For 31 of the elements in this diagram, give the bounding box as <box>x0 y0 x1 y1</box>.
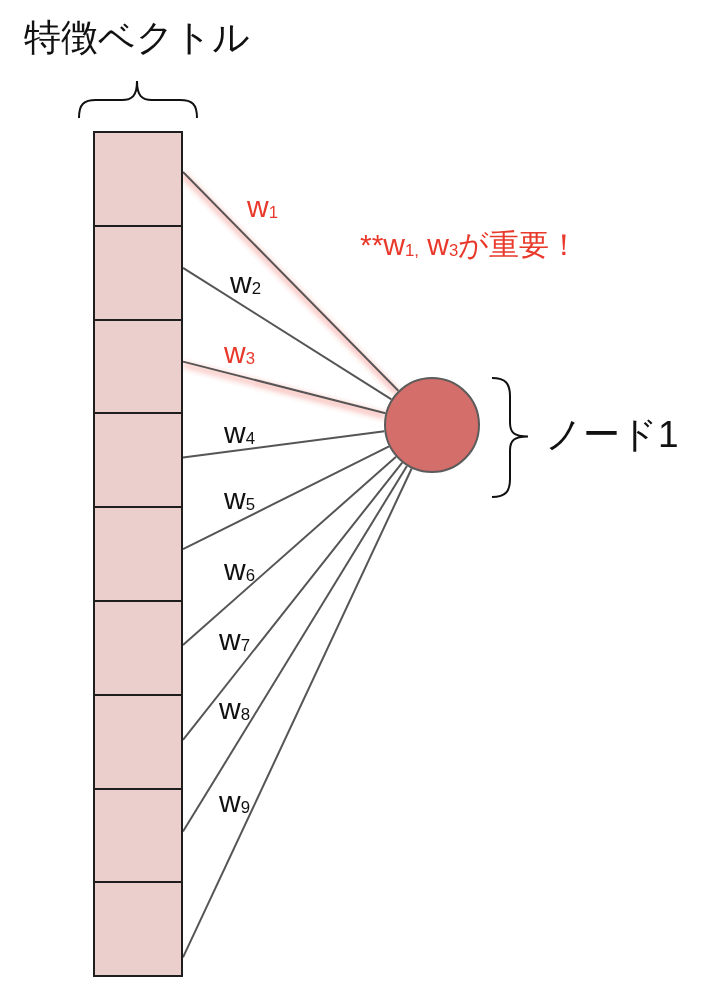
vector-cell <box>93 318 183 415</box>
vector-cell <box>93 412 183 509</box>
edge-label: w$_{5}$ <box>224 482 255 517</box>
connector-line <box>182 171 400 392</box>
vector-cell <box>93 131 183 227</box>
vector-cell <box>93 693 183 790</box>
connector-line <box>182 455 398 646</box>
vector-cell <box>93 881 183 978</box>
connector-line <box>182 461 404 741</box>
connector-line <box>182 445 391 551</box>
edge-label: w$_{4}$ <box>224 416 255 451</box>
edge-label: w$_{2}$ <box>230 266 261 301</box>
note-text: **w$_{1,}$ w$_{3}$が重要！ <box>360 228 580 263</box>
edge-label: w$_{8}$ <box>219 692 250 727</box>
edge-label: w$_{3}$ <box>224 336 255 371</box>
connector-line <box>182 464 408 833</box>
edge-label: w$_{7}$ <box>219 623 250 658</box>
edge-label: w$_{6}$ <box>224 553 255 588</box>
connector-line <box>182 430 386 459</box>
vector-cell <box>93 224 183 321</box>
connector-line <box>182 360 387 415</box>
vector-cell <box>93 506 183 602</box>
connector-line <box>182 467 413 959</box>
edge-label: w$_{9}$ <box>219 785 250 820</box>
diagram-title: 特徴ベクトル <box>24 17 250 60</box>
node-circle <box>384 377 480 473</box>
node-label: ノード1 <box>545 414 679 457</box>
connector-line <box>182 266 393 401</box>
edge-label: w$_{1}$ <box>247 190 278 225</box>
vector-cell <box>93 600 183 696</box>
vector-cell <box>93 787 183 884</box>
